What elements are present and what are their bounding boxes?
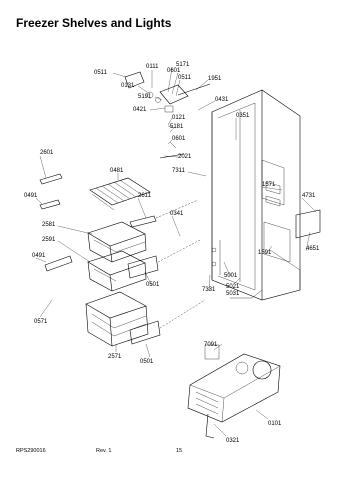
callout-5181: 5181 [170,124,184,130]
callout-0601: 0601 [172,136,186,142]
callout-0511: 0511 [94,70,108,76]
callout-4651: 4651 [306,246,320,252]
callout-1571: 1571 [262,182,276,188]
callout-2601: 2601 [40,150,54,156]
callout-5171: 5171 [176,62,190,68]
footer-page-number: 15 [176,448,183,454]
callout-2021: 2021 [178,154,192,160]
callout-4731: 4731 [302,193,316,199]
callout-2581: 2581 [42,222,56,228]
callout-0341: 0341 [170,211,184,217]
callout-0501: 0501 [146,282,160,288]
leader-lines [35,67,317,437]
wire-shelf [89,177,151,211]
callout-0431: 0431 [215,97,229,103]
callout-5021: 5021 [226,284,240,290]
footer-doc-id: RPS290016 [16,448,46,454]
basket-lower [85,291,149,347]
basket-upper [87,221,147,263]
callout-0571: 0571 [34,319,48,325]
callout-5191: 5191 [138,94,152,100]
callout-7091: 7091 [204,342,218,348]
callout-0321: 0321 [226,438,240,444]
callout-2611: 2611 [138,193,152,199]
callout-0491: 0491 [32,253,46,259]
callout-2591: 2591 [42,237,56,243]
callout-1591: 1591 [258,250,272,256]
callout-0121: 0121 [172,115,186,121]
callout-0111: 0111 [146,64,159,70]
callout-labels: 0511 0111 5171 0601 0511 1951 0131 5191 … [24,62,320,444]
callout-5001: 5001 [224,273,238,279]
callout-0481: 0481 [110,168,124,174]
basket-rails [39,173,206,345]
callout-0101: 0101 [268,421,282,427]
callout-0351: 0351 [236,113,250,119]
callout-0601: 0601 [167,68,181,74]
callout-1951: 1951 [208,76,222,82]
light-assembly [124,71,211,159]
callout-0131: 0131 [121,83,135,89]
callout-2571: 2571 [108,354,122,360]
page-title: Freezer Shelves and Lights [16,16,172,30]
callout-0491: 0491 [24,193,38,199]
callout-0501: 0501 [140,359,154,365]
basket-middle [87,250,147,292]
callout-5031: 5031 [226,291,240,297]
callout-7311: 7311 [172,168,186,174]
freezer-cabinet [211,89,321,301]
callout-0421: 0421 [133,107,147,113]
compressor-assembly [187,344,281,439]
footer-revision: Rev. 1 [96,448,112,454]
callout-7331: 7331 [202,287,216,293]
callout-0511: 0511 [178,75,192,81]
